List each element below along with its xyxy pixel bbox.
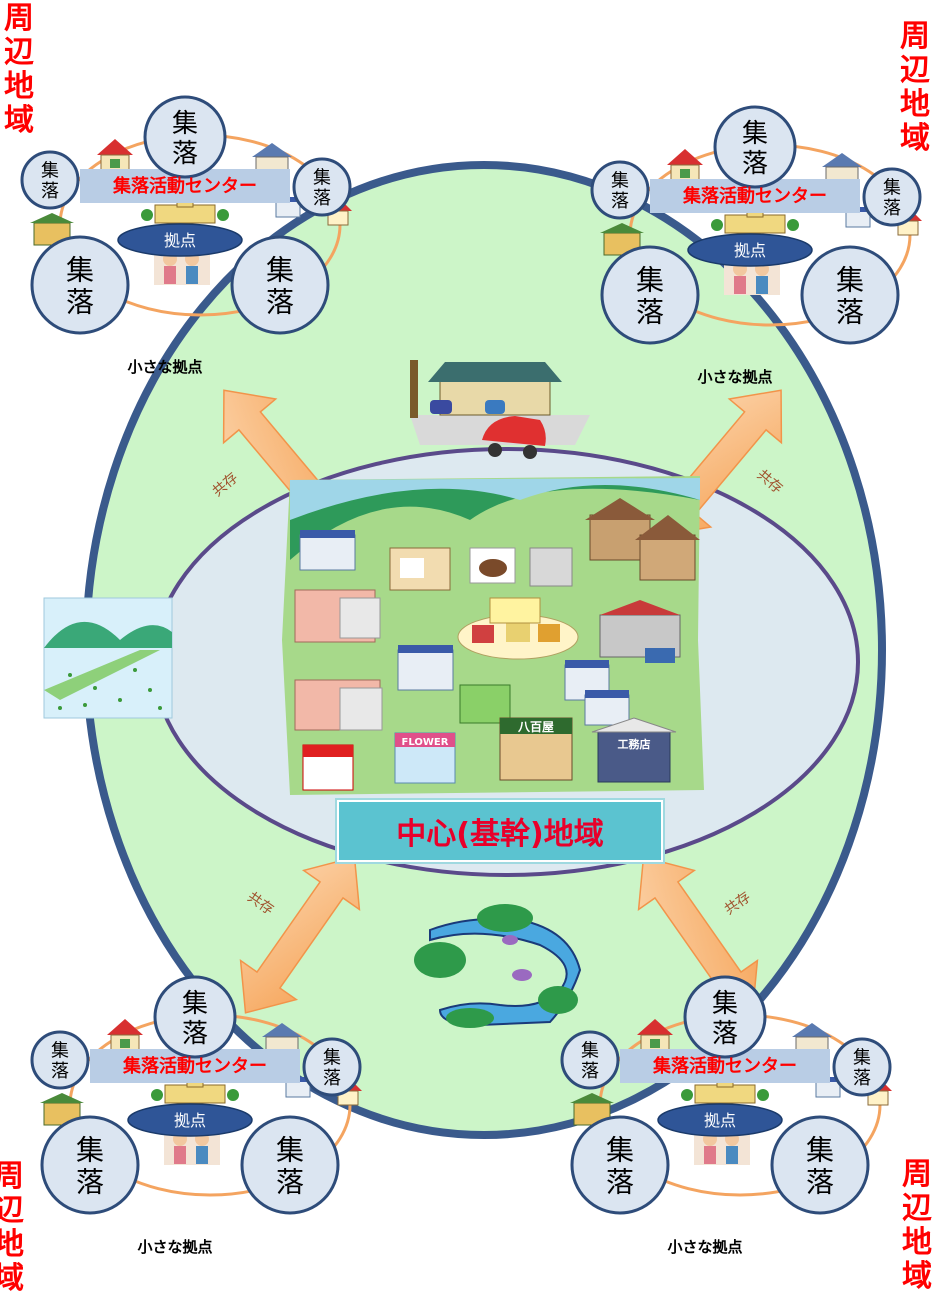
settlement-label-char: 集: [611, 170, 629, 191]
settlement-label-char: 落: [742, 149, 768, 179]
outer-region-label-bottom-left: 周辺地域: [0, 1160, 24, 1296]
settlement-label-char: 落: [853, 1068, 871, 1089]
settlement-label-char: 集: [313, 167, 331, 188]
sign-lumber: 工務店: [618, 737, 651, 751]
settlement-label-char: 落: [266, 286, 294, 319]
settlement-label-char: 落: [611, 191, 629, 212]
settlement-label-char: 集: [636, 264, 664, 297]
settlement-label-char: 落: [712, 1019, 738, 1049]
settlement-label-char: 落: [883, 198, 901, 219]
settlement-label-char: 落: [581, 1061, 599, 1082]
settlement-label-char: 落: [51, 1061, 69, 1082]
settlement-label-char: 落: [323, 1068, 341, 1089]
outer-region-label-top-left: 周辺地域: [4, 1, 34, 138]
small-base-label: 小さな拠点: [697, 368, 772, 386]
settlement-label-char: 集: [853, 1047, 871, 1068]
settlement-label-char: 集: [172, 109, 198, 139]
settlement-label-char: 集: [742, 119, 768, 149]
sign-greengrocer: 八百屋: [517, 720, 554, 734]
settlement-label-char: 集: [76, 1134, 104, 1167]
roadside-station-illustration: [410, 360, 590, 459]
settlement-label-char: 落: [276, 1166, 304, 1199]
activity-center-label: 集落活動センター: [652, 1055, 797, 1077]
small-base-label: 小さな拠点: [127, 358, 202, 376]
settlement-label-char: 集: [182, 989, 208, 1019]
rice-field-illustration: [43, 597, 173, 719]
small-base-label: 小さな拠点: [137, 1238, 212, 1256]
base-label: 拠点: [164, 231, 196, 250]
small-base-label: 小さな拠点: [667, 1238, 742, 1256]
settlement-label-char: 落: [806, 1166, 834, 1199]
settlement-label-char: 落: [66, 286, 94, 319]
center-region-label-text: 中心(基幹)地域: [396, 817, 604, 852]
settlement-label-char: 集: [41, 160, 59, 181]
settlement-label-char: 落: [313, 188, 331, 209]
activity-center-label: 集落活動センター: [122, 1055, 267, 1077]
settlement-label-char: 落: [172, 139, 198, 169]
settlement-label-char: 集: [66, 254, 94, 287]
settlement-label-char: 落: [182, 1019, 208, 1049]
settlement-label-char: 落: [836, 296, 864, 329]
town-illustration: [282, 476, 704, 795]
outer-region-label-bottom-right: 周辺地域: [902, 1158, 932, 1294]
settlement-label-char: 集: [266, 254, 294, 287]
activity-center-label: 集落活動センター: [682, 185, 827, 207]
settlement-label-char: 集: [276, 1134, 304, 1167]
settlement-label-char: 集: [323, 1047, 341, 1068]
settlement-label-char: 集: [883, 177, 901, 198]
settlement-label-char: 集: [581, 1040, 599, 1061]
settlement-label-char: 落: [606, 1166, 634, 1199]
settlement-label-char: 落: [41, 181, 59, 202]
settlement-label-char: 集: [606, 1134, 634, 1167]
activity-center-label: 集落活動センター: [112, 175, 257, 197]
center-region-label: 中心(基幹)地域: [337, 800, 663, 862]
base-label: 拠点: [174, 1111, 206, 1130]
sign-flower: FLOWER: [402, 737, 449, 748]
base-label: 拠点: [704, 1111, 736, 1130]
settlement-label-char: 集: [806, 1134, 834, 1167]
river-illustration: [414, 904, 582, 1028]
settlement-label-char: 落: [76, 1166, 104, 1199]
settlement-label-char: 集: [51, 1040, 69, 1061]
settlement-label-char: 落: [636, 296, 664, 329]
outer-region-label-top-right: 周辺地域: [900, 19, 930, 156]
base-label: 拠点: [734, 241, 766, 260]
settlement-label-char: 集: [712, 989, 738, 1019]
settlement-label-char: 集: [836, 264, 864, 297]
